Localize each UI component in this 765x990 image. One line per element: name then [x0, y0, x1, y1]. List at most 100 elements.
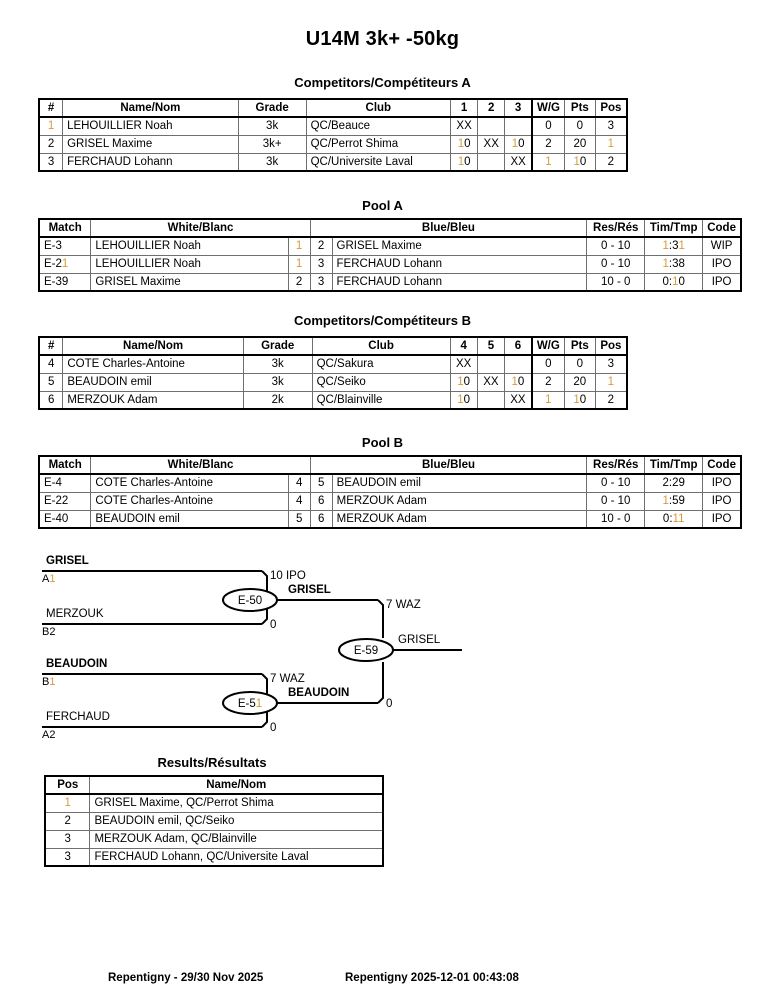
cell-match: E-3: [38, 236, 92, 256]
col-pos: Pos: [44, 775, 91, 795]
cell-name: GRISEL Maxime: [62, 134, 239, 154]
cell-grade: 3k+: [237, 134, 307, 154]
bracket-semi1-top-score: 10 IPO: [270, 570, 306, 582]
bracket-final-top-score: 7 WAZ: [386, 599, 421, 611]
cell-num: 6: [38, 390, 64, 410]
cell-match: E-40: [38, 509, 92, 529]
cell-white-num: 4: [287, 473, 311, 493]
col-code: Code: [702, 455, 742, 475]
cell-club: QC/Blainville: [311, 390, 451, 410]
cell-tim: 0:11: [644, 509, 704, 529]
col-score-1: 1: [450, 98, 479, 118]
results-heading: Results/Résultats: [157, 755, 267, 770]
cell-pos: 3: [594, 354, 628, 374]
cell-score-1: [476, 354, 506, 374]
bracket-top2-name: MERZOUK: [46, 608, 104, 620]
cell-num: 1: [38, 116, 64, 136]
bracket-semi2-id: E-51: [238, 698, 262, 710]
cell-blue: FERCHAUD Lohann: [331, 254, 588, 274]
cell-match: E-39: [38, 272, 92, 292]
cell-code: IPO: [702, 254, 742, 274]
pool-b-heading: Pool B: [361, 435, 404, 450]
cell-pos: 3: [594, 116, 628, 136]
cell-blue: MERZOUK Adam: [331, 491, 588, 511]
cell-club: QC/Sakura: [311, 354, 451, 374]
col-pos: Pos: [594, 98, 628, 118]
cell-score-1: XX: [477, 134, 506, 154]
cell-tim: 1:38: [644, 254, 704, 274]
cell-score-0: 10: [450, 134, 479, 154]
bracket-bot2-name: FERCHAUD: [46, 711, 110, 723]
cell-pos: 2: [44, 811, 91, 831]
table-header-row: Match White/Blanc Blue/Bleu Res/Rés Tim/…: [38, 218, 742, 238]
bracket-semi1-id: E-50: [238, 595, 262, 607]
col-grade: Grade: [242, 336, 313, 356]
cell-num: 5: [38, 372, 64, 392]
col-club: Club: [311, 336, 451, 356]
col-tim: Tim/Tmp: [644, 218, 704, 238]
cell-pos: 3: [44, 829, 91, 849]
cell-score-1: [477, 152, 506, 172]
col-wg: W/G: [531, 98, 565, 118]
cell-wg: 1: [531, 152, 565, 172]
cell-blue-num: 6: [309, 491, 333, 511]
competitors-b-heading: Competitors/Compétiteurs B: [294, 313, 471, 328]
cell-code: IPO: [702, 473, 742, 493]
cell-code: IPO: [702, 272, 742, 292]
cell-code: WIP: [702, 236, 742, 256]
cell-blue: BEAUDOIN emil: [331, 473, 588, 493]
col-match: Match: [38, 218, 92, 238]
cell-name: MERZOUK Adam, QC/Blainville: [89, 829, 384, 849]
bracket-semi2-bot-score: 0: [270, 722, 276, 734]
cell-score-2: 10: [503, 372, 533, 392]
col-tim: Tim/Tmp: [644, 455, 704, 475]
cell-score-0: XX: [450, 116, 479, 136]
cell-name: LEHOUILLIER Noah: [62, 116, 239, 136]
cell-white-num: 1: [287, 236, 311, 256]
col-blue: Blue/Bleu: [309, 218, 588, 238]
page-title: U14M 3k+ -50kg: [305, 28, 460, 50]
cell-res: 0 - 10: [586, 491, 646, 511]
cell-code: IPO: [702, 491, 742, 511]
col-name: Name/Nom: [89, 775, 384, 795]
cell-tim: 1:59: [644, 491, 704, 511]
cell-res: 0 - 10: [586, 254, 646, 274]
col-pts: Pts: [564, 98, 596, 118]
cell-white-num: 1: [287, 254, 311, 274]
cell-pts: 0: [563, 354, 596, 374]
cell-blue-num: 6: [309, 509, 333, 529]
cell-blue: FERCHAUD Lohann: [331, 272, 588, 292]
bracket-bot1-name: BEAUDOIN: [46, 658, 107, 670]
col-wg: W/G: [530, 336, 565, 356]
cell-grade: 3k: [237, 116, 307, 136]
pool-a-heading: Pool A: [362, 198, 403, 213]
cell-club: QC/Beauce: [305, 116, 452, 136]
cell-score-0: 10: [449, 390, 478, 410]
col-score-4: 4: [449, 336, 478, 356]
cell-pos: 2: [594, 152, 628, 172]
cell-score-2: 10: [504, 134, 533, 154]
cell-score-2: XX: [503, 390, 533, 410]
cell-tim: 2:29: [644, 473, 704, 493]
pool-a-table: Match White/Blanc Blue/Bleu Res/Rés Tim/…: [38, 218, 742, 292]
col-num: #: [38, 98, 64, 118]
cell-white-num: 2: [287, 272, 311, 292]
col-res: Res/Rés: [586, 218, 646, 238]
competitors-a-heading: Competitors/Compétiteurs A: [294, 75, 471, 90]
col-score-6: 6: [503, 336, 533, 356]
col-num: #: [38, 336, 64, 356]
cell-num: 4: [38, 354, 64, 374]
bracket-final-winner: GRISEL: [398, 634, 441, 646]
table-header-row: # Name/Nom Grade Club 1 2 3 W/G Pts Pos: [38, 98, 628, 118]
